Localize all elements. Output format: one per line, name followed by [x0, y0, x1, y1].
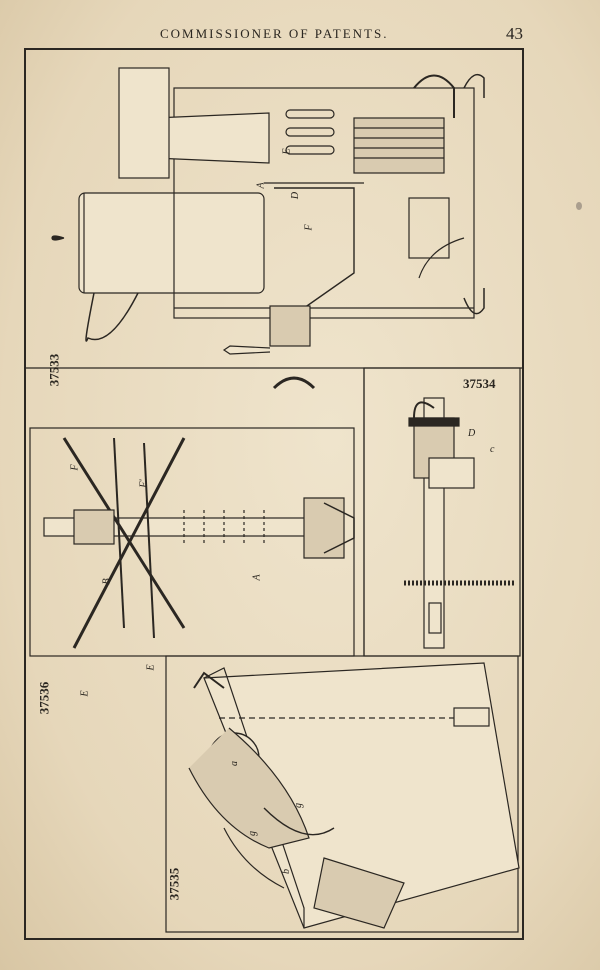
figure-37533-drawing [51, 67, 485, 390]
ref-letter-g-37535-b: g [293, 803, 304, 808]
figure-37535-drawing [188, 662, 520, 929]
ref-letter-d-37534: D [468, 428, 476, 439]
ref-letter-f-prime-37536: F' [138, 479, 150, 488]
figure-number-37534: 37534 [463, 376, 496, 391]
figure-number-37535: 37535 [166, 867, 182, 901]
page-number: 43 [506, 24, 523, 43]
ref-letter-d: D [290, 191, 302, 200]
ref-letter-a-37535: a [229, 761, 240, 766]
patent-plate-drawings [24, 67, 524, 933]
ref-letter-e-37536-b: E [145, 664, 157, 671]
ref-letter-b-37535: b [281, 869, 292, 874]
panel-37535 [165, 655, 519, 933]
figure-number-37533: 37533 [46, 353, 62, 387]
figure-37536-drawing [43, 437, 355, 649]
ref-letter-c-37534: c [490, 444, 495, 455]
ref-letter-a-37536: A [251, 574, 263, 581]
ref-letter-e-37536-a: E [79, 690, 91, 697]
running-head: COMMISSIONER OF PATENTS. [160, 26, 389, 41]
ref-letter-e: E [281, 148, 293, 155]
paper-speck [576, 202, 582, 210]
ref-letter-f: F [303, 224, 315, 231]
figure-37534-drawing [404, 397, 514, 649]
ref-letter-a: A [255, 182, 267, 189]
ref-letter-f-37536-a: F [69, 464, 81, 471]
ref-letter-g-37535-a: g [247, 831, 258, 836]
figure-number-37536: 37536 [36, 681, 52, 715]
patent-plate-frame [24, 48, 524, 940]
ref-letter-b-37536: B [101, 578, 113, 585]
